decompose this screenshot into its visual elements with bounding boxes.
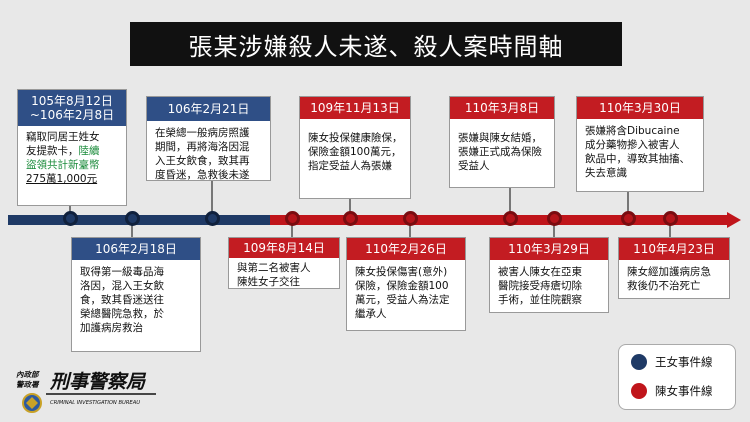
legend-item-chen: 陳女事件線 (631, 383, 713, 399)
event-dot-e9[interactable] (621, 211, 636, 226)
event-description: 陳女投保健康險保， 保險金額100萬元， 指定受益人為張嫌 (308, 132, 403, 172)
event-dot-e2[interactable] (125, 211, 140, 226)
legend: 王女事件線 陳女事件線 (618, 344, 736, 410)
event-dot-e3[interactable] (205, 211, 220, 226)
event-date: 106年2月21日 (147, 97, 270, 121)
event-card-e5: 109年11月13日 陳女投保健康險保， 保險金額100萬元， 指定受益人為張嫌 (299, 96, 411, 199)
event-description: 陳女經加護病房急 救後仍不治死亡 (627, 266, 711, 292)
event-card-e9: 110年3月30日 張嫌將含Dibucaine 成分藥物摻入被害人 飲品中，導致… (576, 96, 704, 192)
connector (627, 192, 629, 218)
event-card-e6: 110年2月26日 陳女投保傷害(意外) 保險，保險金額100 萬元，受益人為法… (346, 237, 466, 331)
legend-label: 王女事件線 (655, 355, 713, 369)
event-dot-e4[interactable] (285, 211, 300, 226)
event-dot-e7[interactable] (503, 211, 518, 226)
cib-logo-image: 內政部 警政署 刑事警察局 CRIMINAL INVESTIGATION BUR… (16, 370, 156, 413)
legend-label: 陳女事件線 (655, 384, 713, 398)
event-description: 張嫌與陳女結婚， 張嫌正式成為保險 受益人 (458, 132, 542, 172)
event-description: 在榮總一般病房照護 期間，再將海洛因混 入王女飲食，致其再 度昏迷，急救後未遂 (155, 127, 250, 181)
event-description: 陳女投保傷害(意外) 保險，保險金額100 萬元，受益人為法定 繼承人 (355, 266, 450, 320)
legend-item-wang: 王女事件線 (631, 354, 713, 370)
event-dot-e8[interactable] (547, 211, 562, 226)
event-date: 110年3月8日 (450, 97, 554, 119)
svg-text:刑事警察局: 刑事警察局 (49, 371, 147, 393)
event-card-e10: 110年4月23日 陳女經加護病房急 救後仍不治死亡 (618, 237, 730, 299)
event-dot-e6[interactable] (403, 211, 418, 226)
svg-text:警政署: 警政署 (16, 380, 40, 389)
connector (349, 199, 351, 218)
event-description: 張嫌將含Dibucaine 成分藥物摻入被害人 飲品中，導致其抽搐、 失去意識 (585, 125, 690, 179)
event-date: 110年2月26日 (347, 238, 465, 260)
svg-text:CRIMINAL INVESTIGATION BUREAU: CRIMINAL INVESTIGATION BUREAU (50, 400, 140, 406)
connector (509, 188, 511, 218)
cib-logo: 內政部 警政署 刑事警察局 CRIMINAL INVESTIGATION BUR… (10, 364, 160, 416)
connector (131, 225, 133, 237)
legend-dot-red (631, 383, 647, 399)
event-date: 110年3月29日 (490, 238, 608, 260)
connector (409, 225, 411, 237)
timeline-axis-chen (270, 215, 727, 225)
event-card-e1: 105年8月12日 ~106年2月8日 竊取同居王姓女 友提款卡，陸續 盜領共計… (17, 89, 127, 206)
event-description: 與第二名被害人 陳姓女子交往 (237, 262, 311, 288)
event-description: 竊取同居王姓女 友提款卡，陸續 盜領共計新臺幣 275萬1,000元 (26, 131, 100, 185)
connector (291, 225, 293, 237)
connector (669, 225, 671, 237)
event-description: 取得第一級毒品海 洛因，混入王女飲 食，致其昏迷送往 榮總醫院急救，於 加護病房… (80, 266, 164, 334)
event-date: 106年2月18日 (72, 238, 200, 260)
event-date: 110年3月30日 (577, 97, 703, 119)
event-date: 105年8月12日 ~106年2月8日 (18, 90, 126, 126)
event-dot-e10[interactable] (663, 211, 678, 226)
connector (553, 225, 555, 237)
timeline-arrow-head (727, 212, 741, 228)
event-card-e8: 110年3月29日 被害人陳女在亞東 醫院接受痔瘡切除 手術，並住院觀察 (489, 237, 609, 313)
legend-dot-blue (631, 354, 647, 370)
event-date: 110年4月23日 (619, 238, 729, 260)
svg-text:內政部: 內政部 (16, 370, 40, 379)
event-dot-e5[interactable] (343, 211, 358, 226)
event-card-e2: 106年2月18日 取得第一級毒品海 洛因，混入王女飲 食，致其昏迷送往 榮總醫… (71, 237, 201, 352)
event-date: 109年11月13日 (300, 97, 410, 119)
event-dot-e1[interactable] (63, 211, 78, 226)
event-card-e4: 109年8月14日 與第二名被害人 陳姓女子交往 (228, 237, 340, 289)
event-card-e3: 106年2月21日 在榮總一般病房照護 期間，再將海洛因混 入王女飲食，致其再 … (146, 96, 271, 181)
connector (211, 181, 213, 218)
event-card-e7: 110年3月8日 張嫌與陳女結婚， 張嫌正式成為保險 受益人 (449, 96, 555, 188)
event-description: 被害人陳女在亞東 醫院接受痔瘡切除 手術，並住院觀察 (498, 266, 582, 306)
event-date: 109年8月14日 (229, 238, 339, 258)
page-title: 張某涉嫌殺人未遂、殺人案時間軸 (130, 22, 622, 66)
